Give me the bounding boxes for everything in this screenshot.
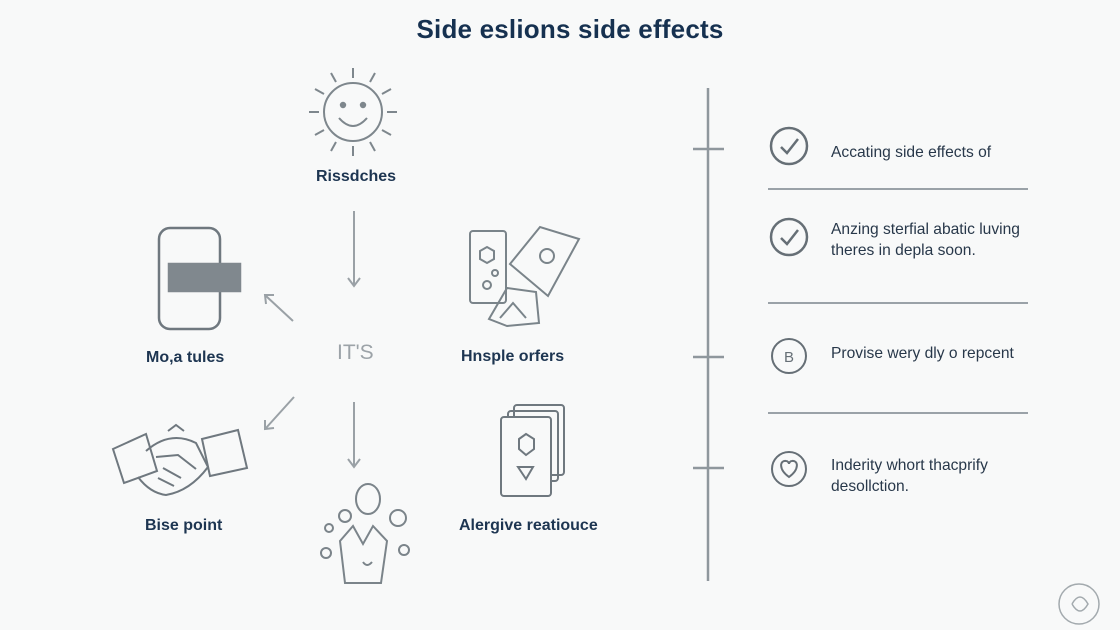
heart-circle-icon [771,451,807,487]
diagram-node-label: Rissdches [316,168,397,185]
arrow-left-upper [263,294,294,322]
document-stack-icon [500,404,565,497]
logo-icon [1058,583,1100,625]
diagram-node-label: Bise point [145,517,223,534]
side-panel-item-text: Provise wery dly o repcent [831,345,1014,362]
check-circle-icon [769,217,809,257]
diagram-node-label: Alergive reatiouce [459,517,598,534]
svg-text:B: B [784,349,794,366]
panel-divider [768,412,1028,414]
arrow-left-lower [264,396,295,431]
side-panel-item-text: Accating side effects of [831,144,992,161]
diagram-node-label: Hnsple orfers [461,348,565,365]
letter-b-circle-icon: B [771,338,807,374]
panel-divider [768,302,1028,304]
phone-icon [157,226,242,331]
side-panel-item-text: Inderity whort thacprify desollction. [831,457,988,495]
arrow-down-bottom [347,402,361,469]
handshake-icon [111,423,249,497]
panel-divider [768,188,1028,190]
check-circle-icon [769,126,809,166]
cards-icon [469,225,581,328]
side-panel-item-text: Anzing sterfial abatic luving theres in … [831,221,1020,259]
arrow-down-top [347,211,361,288]
hand-bubbles-icon [320,483,410,584]
diagram-node-label: Mo,a tules [146,349,225,366]
center-label: IT'S [337,341,374,364]
page-title: Side eslions side effects [416,14,724,44]
sun-face-icon [309,68,397,156]
